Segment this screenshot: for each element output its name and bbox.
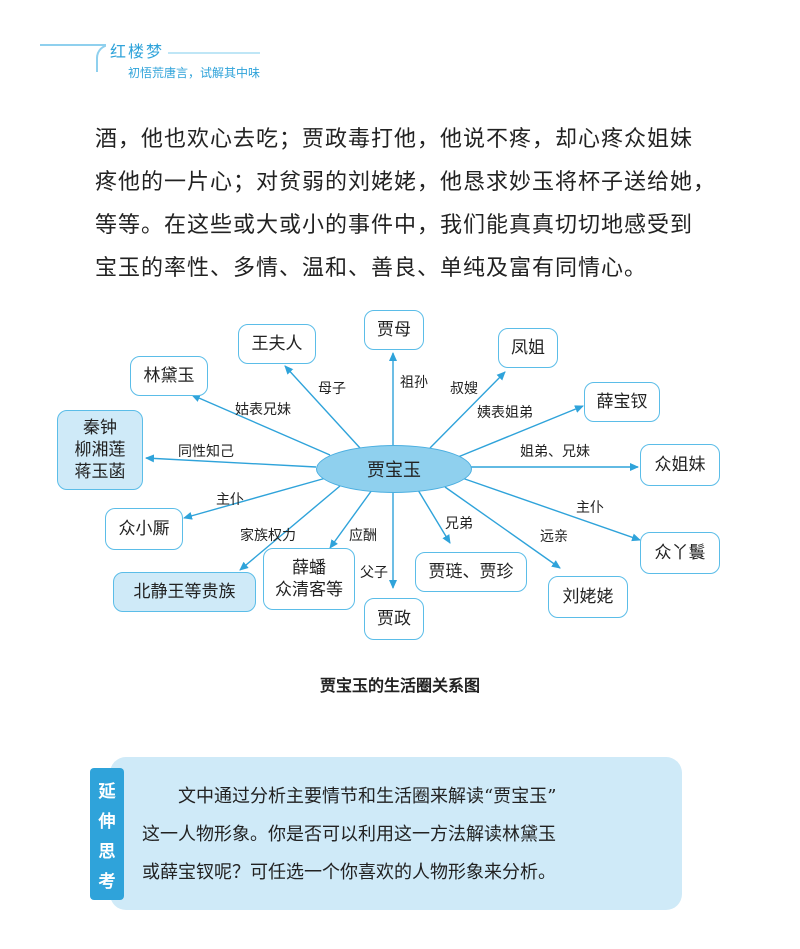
arrow-qinzhong — [145, 454, 317, 468]
extension-text: 文中通过分析主要情节和生活圈来解读“贾宝玉” 这一人物形象。你是否可以利用这一方… — [142, 778, 672, 892]
extension-tab-char: 延 — [98, 781, 116, 802]
relation-label-xuepan: 应酬 — [349, 528, 377, 544]
center-node: 贾宝玉 — [316, 445, 472, 493]
relation-label-jiazheng: 父子 — [360, 565, 388, 581]
diagram-arrows — [145, 352, 641, 589]
node-liulaolao: 刘姥姥 — [548, 576, 628, 618]
node-zhongxiaosi: 众小厮 — [105, 508, 183, 550]
body-paragraph: 酒，他也欢心去吃；贾政毒打他，他说不疼，却心疼众姐妹 疼他的一片心；对贫弱的刘姥… — [95, 118, 715, 290]
paragraph-line: 等等。在这些或大或小的事件中，我们能真真切切地感受到 — [95, 213, 694, 238]
extension-box — [110, 757, 682, 910]
header-line — [40, 44, 112, 46]
arrow-wangfuren — [284, 365, 361, 449]
node-xuepan: 薛蟠 众清客等 — [263, 548, 355, 610]
extension-tab-char: 伸 — [98, 811, 116, 832]
node-wangfuren: 王夫人 — [238, 324, 316, 364]
diagram-caption: 贾宝玉的生活圈关系图 — [319, 676, 480, 695]
node-fengjie: 凤姐 — [498, 328, 558, 368]
relation-label-jialian: 兄弟 — [445, 516, 473, 532]
relation-label-fengjie: 叔嫂 — [450, 381, 478, 397]
node-xuebaochai: 薛宝钗 — [584, 382, 660, 422]
arrow-xuepan — [329, 489, 373, 549]
node-qinzhong-line: 柳湘莲 — [74, 440, 126, 460]
node-qinzhong-line: 秦钟 — [83, 418, 117, 438]
node-xuepan-line: 众清客等 — [275, 580, 343, 600]
extension-tab-char: 考 — [98, 871, 116, 892]
relation-label-beijingwang: 家族权力 — [240, 528, 296, 544]
node-qinzhong-line: 蒋玉菡 — [74, 462, 126, 482]
relation-label-qinzhong: 同性知己 — [178, 444, 234, 460]
relation-label-zhongxiaosi: 主仆 — [216, 492, 244, 508]
arrow-liulaolao — [444, 486, 561, 569]
node-jiamu: 贾母 — [364, 310, 424, 350]
relation-label-zhongjiemei: 姐弟、兄妹 — [520, 444, 590, 460]
paragraph-line: 疼他的一片心；对贫弱的刘姥姥，他恳求妙玉将杯子送给她， — [95, 170, 717, 195]
arrow-xuebaochai — [457, 405, 584, 458]
node-lindaiyu: 林黛玉 — [130, 356, 208, 396]
extension-line: 或薛宝钗呢？可任选一个你喜欢的人物形象来分析。 — [142, 862, 556, 883]
relation-label-lindaiyu: 姑表兄妹 — [235, 402, 291, 418]
node-zhongyahuan: 众丫鬟 — [640, 532, 720, 574]
arrow-zhongxiaosi — [183, 477, 327, 520]
relation-label-xuebaochai: 姨表姐弟 — [477, 405, 533, 421]
header-line-secondary — [110, 52, 260, 54]
node-qinzhong: 秦钟 柳湘莲 蒋玉菡 — [57, 410, 143, 490]
node-xuepan-line: 薛蟠 — [292, 558, 326, 578]
relation-label-jiamu: 祖孙 — [400, 375, 428, 391]
book-subtitle: 初悟荒唐言，试解其中味 — [128, 66, 261, 80]
node-beijingwang: 北静王等贵族 — [113, 572, 256, 612]
arrow-zhongyahuan — [461, 477, 641, 542]
node-jialian: 贾琏、贾珍 — [415, 552, 527, 592]
arrow-jialian — [417, 489, 451, 544]
extension-tab-char: 思 — [98, 841, 116, 862]
extension-line: 这一人物形象。你是否可以利用这一方法解读林黛玉 — [142, 824, 556, 845]
arrow-fengjie — [429, 371, 506, 449]
node-jiazheng: 贾政 — [364, 598, 424, 640]
extension-tab: 延 伸 思 考 — [90, 768, 124, 900]
paragraph-line: 宝玉的率性、多情、温和、善良、单纯及富有同情心。 — [95, 256, 648, 281]
book-title: 红楼梦 — [106, 38, 169, 62]
paragraph-line: 酒，他也欢心去吃；贾政毒打他，他说不疼，却心疼众姐妹 — [95, 127, 694, 152]
arrow-beijingwang — [239, 485, 341, 571]
extension-line: 文中通过分析主要情节和生活圈来解读“贾宝玉” — [178, 786, 557, 807]
relation-label-liulaolao: 远亲 — [540, 529, 568, 545]
relationship-diagram: 贾宝玉 贾母 王夫人 凤姐 林黛玉 薛宝钗 秦钟 柳湘莲 蒋玉菡 众姐妹 众小厮… — [0, 300, 800, 660]
relation-label-wangfuren: 母子 — [318, 381, 346, 397]
arrow-lindaiyu — [191, 394, 331, 456]
relation-label-zhongyahuan: 主仆 — [576, 500, 604, 516]
node-zhongjiemei: 众姐妹 — [640, 444, 720, 486]
